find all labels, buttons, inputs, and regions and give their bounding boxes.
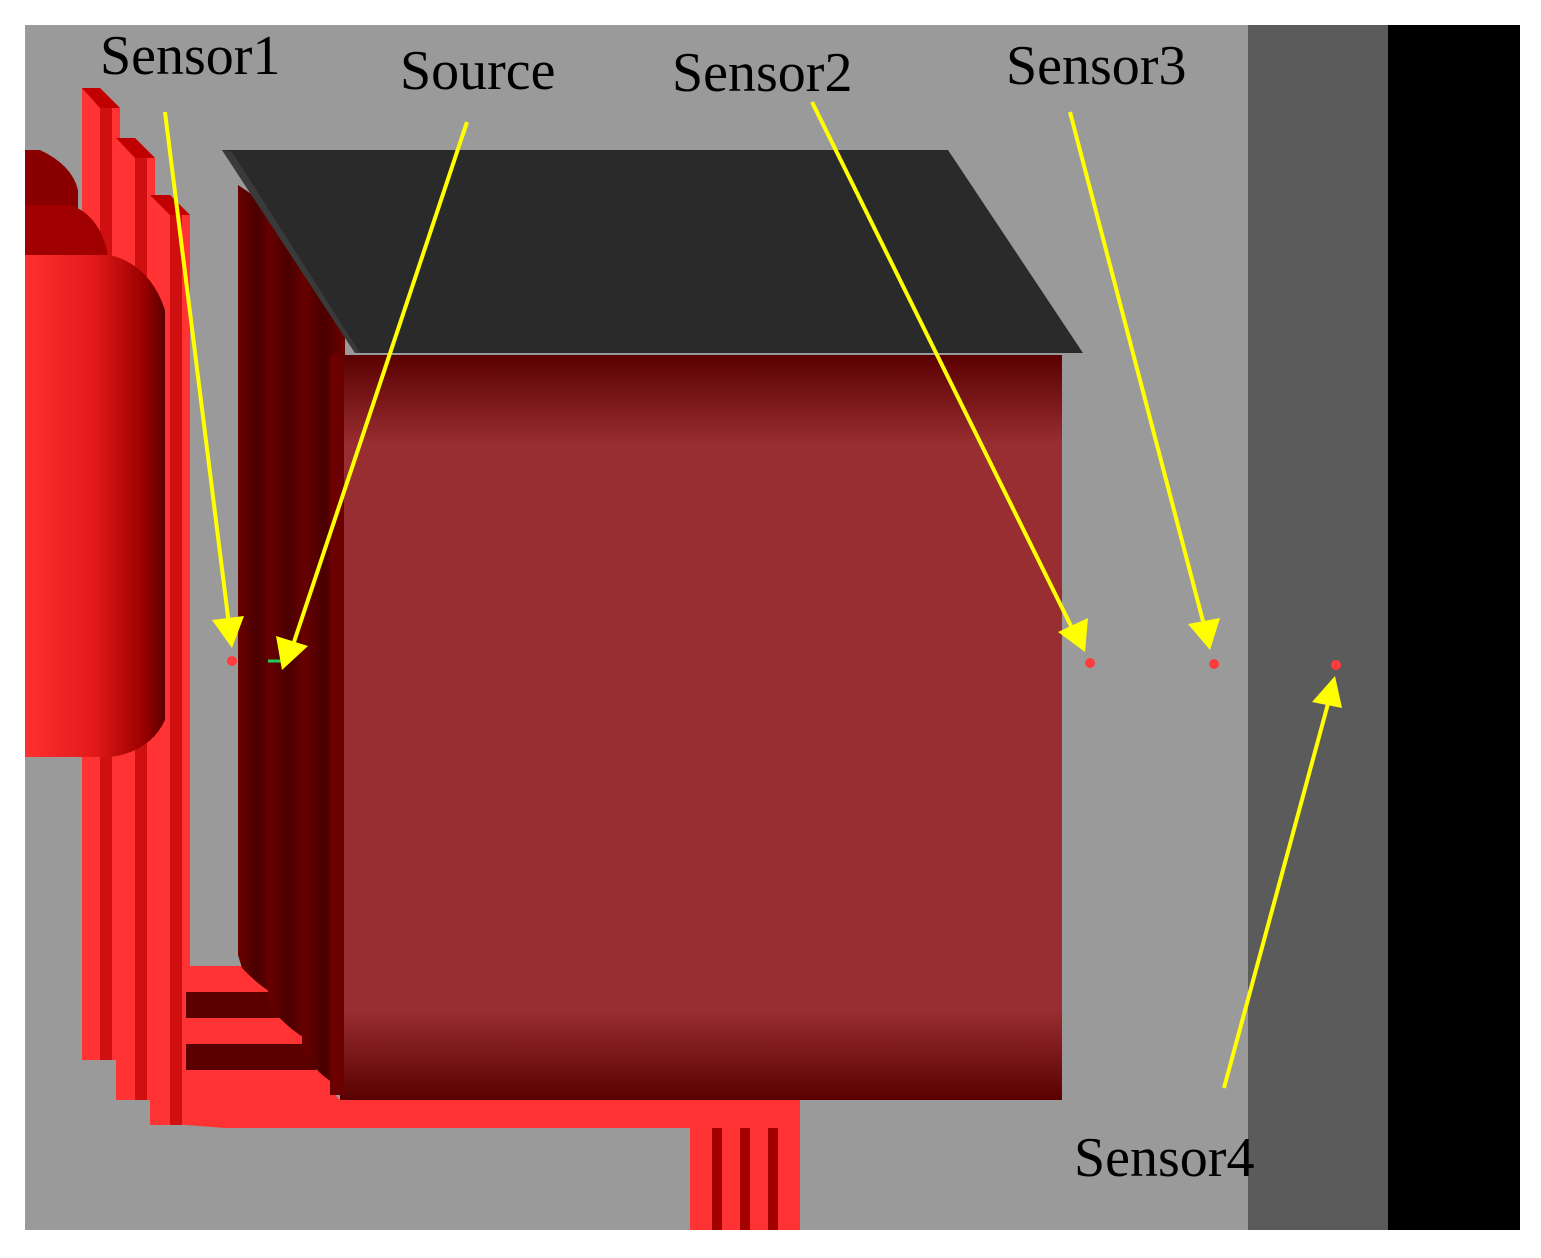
- sensor2-dot: [1085, 658, 1095, 668]
- bus-bar-2-top: [116, 138, 155, 158]
- label-sensor1: Sensor1: [100, 25, 280, 87]
- bus-bar-h-2-shadow: [186, 1044, 316, 1070]
- sensor4-dot: [1331, 660, 1341, 670]
- arrow-sensor3-icon: [1068, 111, 1206, 626]
- bus-bar-1-top: [82, 88, 120, 108]
- label-sensor3: Sensor3: [1006, 35, 1186, 97]
- bus-bar-3-top: [150, 195, 190, 215]
- bus-bar-h-4: [186, 1096, 800, 1128]
- bus-bar-3-side: [170, 215, 182, 1125]
- arrow-sensor4-icon: [1222, 699, 1331, 1089]
- arrow-sensor1-head: [212, 616, 244, 648]
- bus-bar-exit-1-shadow: [712, 1128, 722, 1230]
- tank-fin-1: [238, 185, 275, 995]
- sensor1-dot: [227, 656, 237, 666]
- arrow-sensor1-icon: [163, 111, 231, 626]
- arrow-source-icon: [290, 121, 469, 649]
- tank-fins: [238, 185, 345, 1090]
- label-sensor2: Sensor2: [672, 42, 852, 104]
- bus-bar-exit-2: [722, 1128, 740, 1230]
- bus-bar-h-3: [186, 1070, 336, 1096]
- bus-bar-exit-1: [690, 1128, 712, 1230]
- bus-bar-exit-3-shadow: [768, 1128, 778, 1230]
- label-sensor4: Sensor4: [1074, 1127, 1254, 1189]
- tank-lid-edge: [222, 150, 360, 353]
- arrow-sensor2-icon: [810, 101, 1075, 631]
- bus-bar-exit-3: [750, 1128, 768, 1230]
- bushing-group: [25, 150, 165, 757]
- arrow-sensor3-head: [1188, 618, 1220, 650]
- arrow-sensor4-head: [1312, 676, 1342, 708]
- sensor3-dot: [1209, 659, 1219, 669]
- bushing-cylinder-front: [25, 255, 165, 757]
- tank-lid: [222, 150, 1083, 353]
- bus-bar-exit-4: [778, 1128, 800, 1230]
- side-wall: [1248, 25, 1393, 1230]
- tank-fin-2: [268, 205, 308, 1040]
- transformer-tank: [330, 355, 1062, 1100]
- tank-body-left-shade: [330, 355, 344, 1095]
- bus-bar-exit-2-shadow: [740, 1128, 750, 1230]
- far-wall: [1388, 25, 1520, 1230]
- annotation-arrows: [163, 101, 1342, 1089]
- arrow-source-head: [276, 636, 308, 670]
- label-source: Source: [400, 40, 556, 102]
- arrow-sensor2-head: [1058, 618, 1088, 652]
- tank-body: [340, 355, 1062, 1100]
